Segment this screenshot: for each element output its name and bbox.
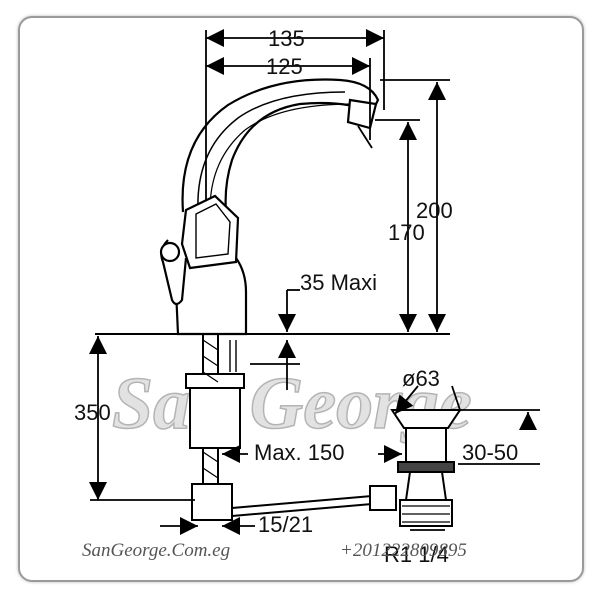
dim-height-total: 200	[416, 198, 453, 223]
dim-max-lever: Max. 150	[254, 440, 345, 465]
dimension-lines	[89, 29, 540, 535]
footer-phone: +201222809895	[340, 540, 467, 561]
drawing-frame	[18, 16, 584, 582]
dim-width-spout: 125	[266, 54, 303, 79]
drain-assembly	[369, 409, 462, 527]
dim-thread: R1 1/4	[384, 542, 449, 567]
dim-height-spout: 170	[388, 220, 425, 245]
faucet-body	[159, 78, 380, 336]
dim-width-total: 135	[268, 26, 305, 51]
supply-pipe	[185, 334, 373, 521]
dim-connection-size: 15/21	[258, 512, 313, 537]
dim-deck-thickness: 35 Maxi	[300, 270, 377, 295]
footer-website: SanGeorge.Com.eg	[82, 540, 230, 561]
dim-pipe-length: 350	[74, 400, 111, 425]
dim-drain-diameter: ø63	[402, 366, 440, 391]
dim-drain-range: 30-50	[462, 440, 518, 465]
